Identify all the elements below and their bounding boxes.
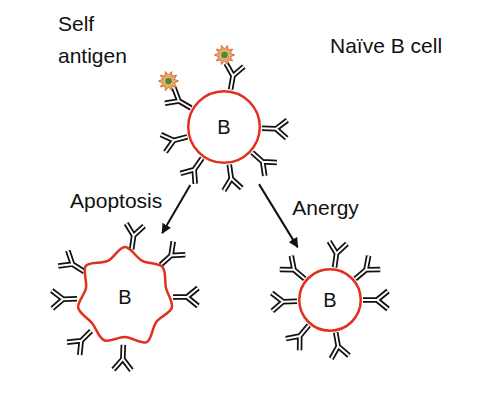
cell-membrane <box>188 91 260 163</box>
antibody-outline <box>52 290 78 309</box>
antibody-inner <box>262 119 288 138</box>
cell-label: B <box>118 287 131 307</box>
antibody-inner <box>327 331 349 359</box>
cell-label: B <box>217 117 230 137</box>
antibody-symbol <box>363 291 388 309</box>
b-cell: B <box>81 253 169 341</box>
antibody-outline <box>363 291 388 309</box>
antibody-outline <box>327 331 349 359</box>
antibody-symbol <box>67 325 97 355</box>
antibody-inner <box>173 288 198 306</box>
antibody-symbol <box>52 290 78 309</box>
antibody-symbol <box>262 119 288 138</box>
antigen-label: Self antigen <box>58 8 144 71</box>
antigen-core <box>165 78 171 84</box>
outcome-label: Apoptosis <box>70 187 162 214</box>
antibody-inner <box>113 345 132 371</box>
antibody-outline <box>161 128 190 152</box>
cell-label: B <box>323 290 336 310</box>
antibody-inner <box>67 325 97 355</box>
cell-membrane <box>299 269 361 331</box>
antibody-inner <box>161 128 190 152</box>
antibody-outline <box>326 241 347 268</box>
antibody-outline <box>67 325 97 355</box>
b-cell: B <box>298 268 362 332</box>
antibody-symbol <box>220 163 241 190</box>
antibody-symbol <box>272 292 298 311</box>
arrow-connector <box>259 184 298 247</box>
antibody-symbol <box>326 241 347 268</box>
antibody-inner <box>363 291 388 309</box>
antibody-outline <box>220 163 241 190</box>
antibody-inner <box>220 163 241 190</box>
apoptotic-membrane <box>78 247 172 343</box>
antibody-outline <box>262 119 288 138</box>
b-cell: B <box>187 90 261 164</box>
antibody-inner <box>326 241 347 268</box>
antibody-outline <box>173 288 198 306</box>
antigen-symbol <box>159 72 179 91</box>
antibody-symbol <box>173 288 198 306</box>
antigen-star <box>159 72 179 91</box>
antibody-inner <box>222 63 244 91</box>
antibody-symbol <box>161 128 190 152</box>
cell-title: Naïve B cell <box>330 30 442 62</box>
antigen-symbol <box>215 45 235 64</box>
antigen-core <box>221 52 227 58</box>
antigen-star <box>215 45 235 64</box>
antibody-outline <box>222 63 244 91</box>
arrow-connector <box>162 185 190 233</box>
antibody-inner <box>272 292 298 311</box>
antibody-outline <box>113 345 132 371</box>
antibody-inner <box>52 290 78 309</box>
antibody-symbol <box>327 331 349 359</box>
outcome-label: Anergy <box>292 194 359 221</box>
antibody-outline <box>272 292 298 311</box>
antibody-symbol <box>222 63 244 91</box>
antibody-symbol <box>113 345 132 371</box>
